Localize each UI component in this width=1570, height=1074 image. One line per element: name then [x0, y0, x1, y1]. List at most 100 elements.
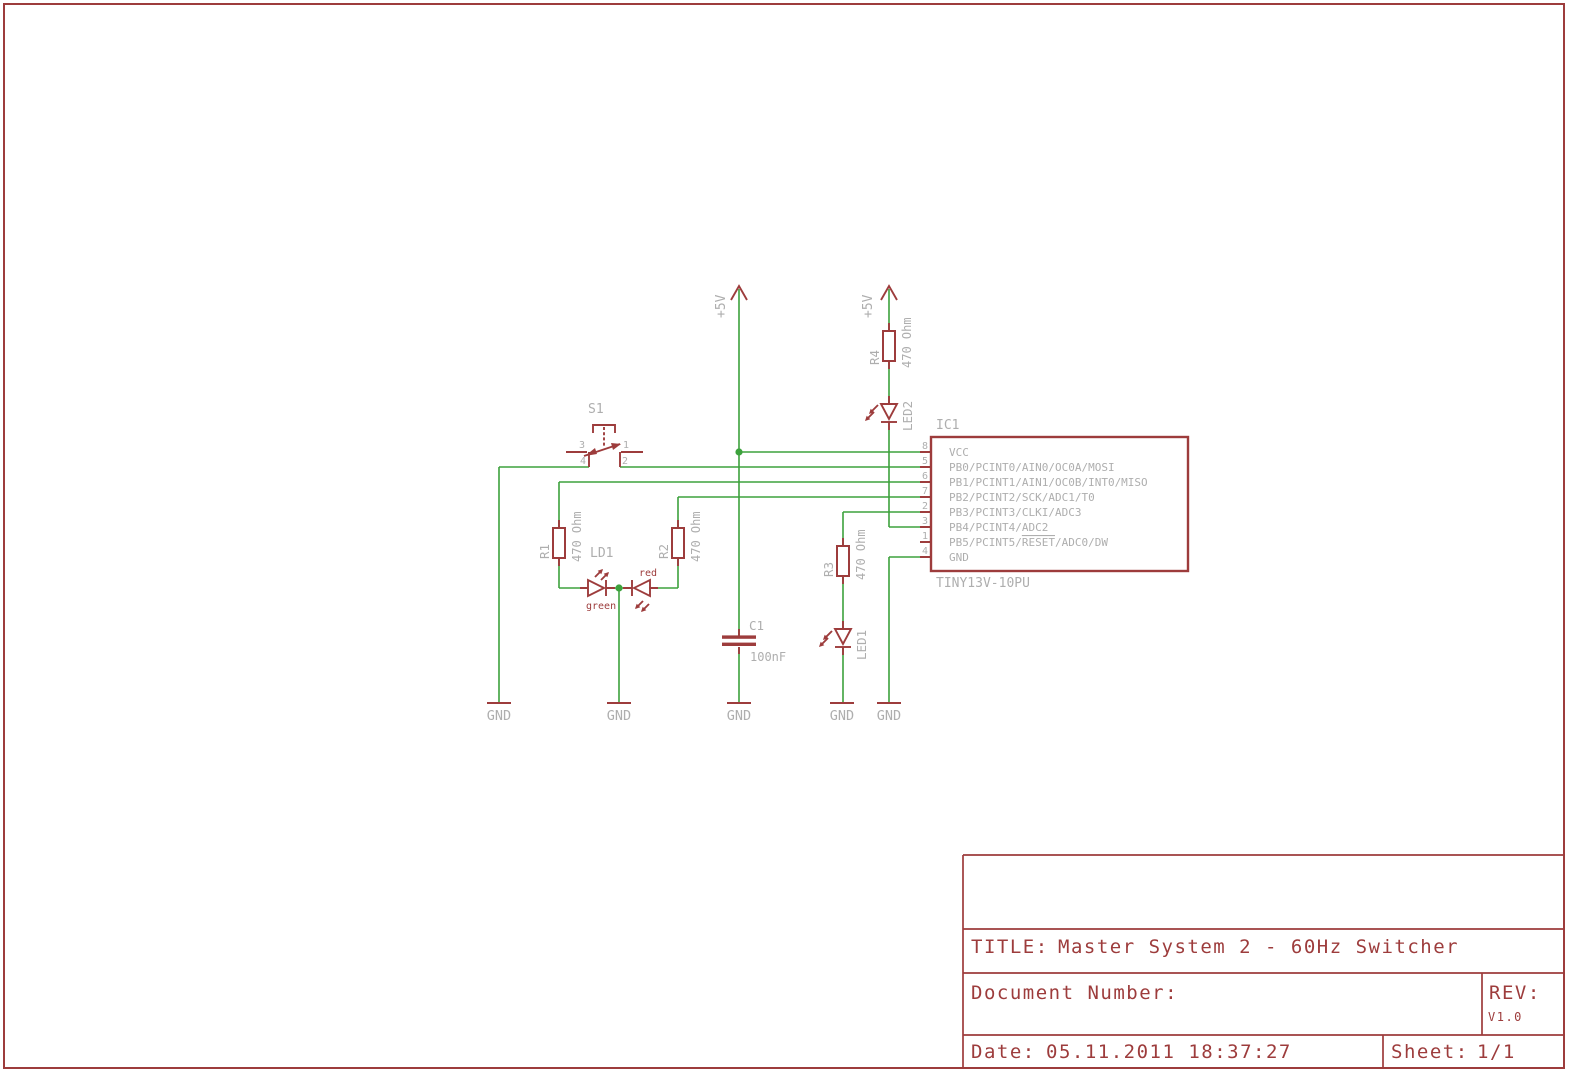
ground-symbol: GND [830, 702, 854, 724]
emission-arrow-head [603, 572, 609, 578]
title-block: TITLE: Master System 2 - 60Hz Switcher D… [962, 854, 1564, 1068]
ic-pin-numbers: 8 5 6 7 2 3 1 4 [922, 441, 928, 557]
supply-5v-center: +5V [714, 284, 748, 318]
rev-label: REV: [1489, 982, 1541, 1004]
resistor-value: 470 Ohm [900, 317, 914, 368]
pin-label: VCC [949, 446, 969, 459]
led-red-triangle [631, 578, 651, 598]
switch-pin-number: 1 [623, 440, 629, 451]
ic-part: TINY13V-10PU [936, 576, 1030, 591]
sheet-label: Sheet: [1391, 1041, 1469, 1063]
date-row: Date:05.11.2011 18:37:27 [971, 1041, 1292, 1063]
switch-contact-arrow [611, 443, 621, 450]
dual-led-name: LD1 [590, 546, 613, 561]
capacitor-name: C1 [749, 618, 764, 633]
component-r1: R1 470 Ohm [537, 511, 584, 562]
led-name: LED1 [854, 630, 869, 660]
switch-pin-number: 4 [580, 456, 586, 467]
component-ld1: LD1 green red [586, 546, 657, 612]
supply-label: +5V [861, 294, 876, 318]
switch-contact-arrow [585, 448, 597, 456]
resistor-name: R1 [537, 544, 552, 559]
component-ic1: IC1 TINY13V-10PU 8 5 6 7 2 3 1 4 VCC PB0… [922, 418, 1190, 591]
pin-label-reset: PB5/PCINT5/RESET/ADC0/DW [949, 536, 1108, 549]
ground-label: GND [877, 708, 901, 724]
ground-symbol: GND [727, 702, 751, 724]
pin-label: GND [949, 551, 969, 564]
led-emission-arrows [635, 600, 650, 612]
ground-label: GND [487, 708, 511, 724]
led-name: LED2 [900, 401, 915, 431]
resistor-name: R4 [867, 350, 882, 365]
component-r3: R3 470 Ohm [821, 529, 868, 580]
emission-arrow-head [869, 408, 875, 414]
pin-label-part: /ADC0/DW [1055, 536, 1108, 549]
ic-name: IC1 [936, 418, 959, 433]
led-red-label: red [639, 568, 657, 579]
pin-number: 1 [922, 531, 928, 542]
resistor-body [836, 545, 850, 577]
title-block-lines [962, 854, 1564, 1068]
resistor-body [671, 527, 685, 559]
emission-arrow-head [641, 606, 647, 612]
sheet-row: Sheet:1/1 [1391, 1041, 1516, 1063]
led-emission-arrows [594, 569, 609, 581]
resistor-name: R3 [821, 562, 836, 577]
capacitor-plate [722, 642, 756, 646]
document-number-label: Document Number: [971, 982, 1178, 1004]
pin-label-overline: RESET [1022, 536, 1055, 549]
ground-label: GND [830, 708, 854, 724]
ic-pin-labels: VCC PB0/PCINT0/AIN0/OC0A/MOSI PB1/PCINT1… [949, 446, 1148, 564]
resistor-value: 470 Ohm [570, 511, 584, 562]
pin-label: PB4/PCINT4/ADC2 [949, 521, 1048, 534]
rev-value: V1.0 [1488, 1010, 1523, 1024]
pin-number: 8 [922, 441, 928, 452]
pin-number: 4 [922, 546, 928, 557]
emission-arrow-head [865, 415, 871, 421]
ground-symbol: GND [607, 702, 631, 724]
component-led2: LED2 [865, 401, 915, 431]
pin-number: 5 [922, 456, 928, 467]
pin-number: 6 [922, 471, 928, 482]
component-pin-stubs [558, 323, 931, 655]
component-led1: LED1 [819, 628, 869, 660]
component-r4: R4 470 Ohm [867, 317, 914, 368]
ground-symbols: GND GND GND GND GND [487, 702, 901, 724]
led-triangle [833, 628, 853, 647]
ground-label: GND [607, 708, 631, 724]
capacitor-plate [722, 635, 756, 639]
capacitor-value: 100nF [750, 650, 786, 664]
switch-pin-number: 3 [579, 440, 585, 451]
resistor-name: R2 [656, 544, 671, 559]
ground-label: GND [727, 708, 751, 724]
date-value: 05.11.2011 18:37:27 [1046, 1041, 1292, 1063]
pin-number: 2 [922, 501, 928, 512]
pin-number: 7 [922, 486, 928, 497]
title-label: TITLE: [971, 936, 1049, 958]
switch-pins [566, 451, 643, 467]
led-emission-arrows [865, 404, 879, 421]
led-emission-arrows [819, 630, 833, 647]
supply-arrow-icon [730, 284, 748, 301]
pin-label: PB1/PCINT1/AIN1/OC0B/INT0/MISO [949, 476, 1148, 489]
emission-arrow-head [819, 641, 825, 647]
junction-dot-vcc [735, 448, 743, 456]
led-green-triangle [587, 578, 607, 598]
component-r2: R2 470 Ohm [656, 511, 703, 562]
emission-arrow-head [597, 569, 603, 575]
switch-pin-number: 2 [622, 456, 628, 467]
resistor-value: 470 Ohm [854, 529, 868, 580]
supply-arrow-icon [880, 284, 898, 301]
switch-name: S1 [588, 402, 604, 417]
emission-arrow-head [635, 603, 641, 609]
led-green-label: green [586, 601, 616, 612]
led-triangle [879, 403, 899, 422]
resistor-body [882, 330, 896, 362]
junction-dot-led-common [615, 584, 623, 592]
switch-actuator [592, 424, 616, 433]
pin-label: PB3/PCINT3/CLKI/ADC3 [949, 506, 1081, 519]
component-c1: C1 100nF [722, 618, 786, 664]
pin-label-part: PB5/PCINT5/ [949, 536, 1022, 549]
